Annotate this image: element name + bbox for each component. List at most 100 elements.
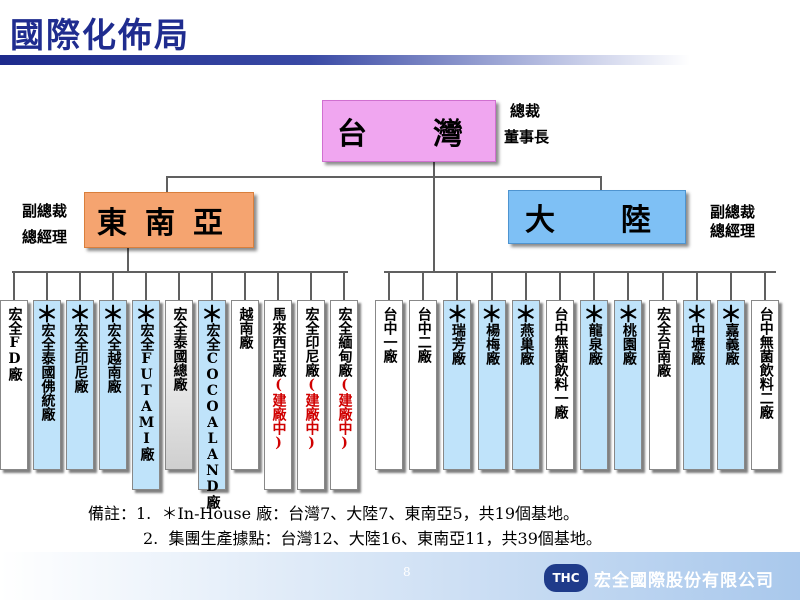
footer-band (0, 552, 800, 600)
factory-drop-line (593, 272, 596, 300)
factory-name: 台中無菌飲料二廠 (757, 307, 774, 419)
factory-china-10: ＊嘉義廠 (717, 300, 745, 470)
factory-name: 楊梅廠 (484, 323, 501, 365)
factory-name: 宏全緬甸廠 (336, 307, 353, 377)
factory-drop-line (145, 272, 147, 300)
factory-name: 瑞芳廠 (449, 323, 466, 365)
under-construction-note: (建廠中) (336, 377, 353, 451)
factory-drop-line (490, 272, 493, 300)
factory-sea-8: 馬來西亞廠(建廠中) (264, 300, 292, 490)
connector-sea-down (127, 246, 129, 272)
factory-drop-line (388, 272, 390, 300)
factory-sea-7: 越南廠 (231, 300, 259, 470)
title-underline-bar (0, 55, 690, 65)
sea-role-general-manager: 總經理 (22, 228, 68, 246)
factory-name: 台中一廠 (381, 307, 398, 363)
factory-name: 馬來西亞廠 (270, 307, 287, 377)
note-line-1: 備註：1. ＊In-House 廠：台灣7、大陸7、東南亞5，共19個基地。 (88, 504, 580, 523)
factory-drop-line (730, 272, 732, 300)
factory-name: 燕巢廠 (518, 323, 535, 365)
factory-drop-line (343, 272, 345, 300)
factory-china-9: ＊中壢廠 (682, 300, 711, 470)
factory-name: 宏全越南廠 (105, 323, 122, 393)
factory-drop-line (112, 272, 114, 300)
factory-name: 台中二廠 (415, 307, 432, 363)
factory-china-6: ＊龍泉廠 (580, 300, 609, 470)
inhouse-star-icon: ＊ (68, 302, 91, 328)
page-number: 8 (403, 565, 411, 579)
china-role-general-manager: 總經理 (710, 222, 756, 240)
factory-sea-0: 宏全FD廠 (0, 300, 28, 470)
factory-drop-line (456, 272, 459, 300)
company-name: 宏全國際股份有限公司 (594, 571, 774, 591)
factory-drop-line (178, 272, 180, 300)
factory-china-11: 台中無菌飲料二廠 (751, 300, 780, 470)
connector-china-horizontal (384, 271, 776, 273)
factory-china-3: ＊楊梅廠 (477, 300, 506, 470)
factory-drop-line (277, 272, 279, 300)
factory-sea-9: 宏全印尼廠(建廠中) (297, 300, 325, 490)
factory-drop-line (559, 272, 561, 300)
company-logo: THC (544, 564, 588, 592)
taiwan-role-president: 總裁 (510, 102, 541, 120)
factory-drop-line (524, 272, 527, 300)
factory-drop-line (79, 272, 81, 300)
factory-sea-6: ＊宏全COCOALAND廠 (198, 300, 226, 509)
factory-name: 宏全FD廠 (6, 307, 23, 381)
factory-china-7: ＊桃園廠 (614, 300, 643, 470)
factory-sea-4: ＊宏全FUTAMI廠 (132, 300, 160, 490)
taiwan-box: 台 灣 (322, 100, 496, 162)
connector-top-horizontal (166, 176, 602, 178)
factory-name: 龍泉廠 (586, 323, 603, 365)
china-label: 大 陸 (525, 203, 669, 238)
inhouse-star-icon: ＊ (617, 302, 640, 328)
factory-drop-line (661, 272, 664, 300)
factory-name: 宏全FUTAMI廠 (138, 323, 155, 461)
factory-china-8: 宏全台南廠 (648, 300, 677, 470)
southeast-asia-box: 東南亞 (84, 192, 254, 248)
connector-sea-drop (166, 176, 168, 192)
factory-china-4: ＊燕巢廠 (511, 300, 540, 470)
factory-name: 嘉義廠 (723, 323, 740, 365)
note-line-2: 2. 集團生產據點：台灣12、大陸16、東南亞11，共39個基地。 (143, 529, 602, 548)
factory-china-0: 台中一廠 (375, 300, 403, 470)
factory-name: 越南廠 (237, 307, 254, 349)
factory-drop-line (310, 272, 312, 300)
factory-drop-line (211, 272, 213, 300)
inhouse-star-icon: ＊ (685, 302, 708, 328)
factory-name: 宏全印尼廠 (303, 307, 320, 377)
factory-name: 宏全COCOALAND廠 (204, 323, 221, 509)
factory-name: 宏全泰國總廠 (171, 307, 188, 391)
inhouse-star-icon: ＊ (719, 302, 742, 328)
inhouse-star-icon: ＊ (200, 302, 223, 328)
factory-drop-line (13, 272, 15, 300)
connector-china-drop (600, 176, 602, 190)
factory-drop-line (627, 272, 630, 300)
factory-name: 中壢廠 (689, 323, 706, 365)
factory-name: 宏全印尼廠 (72, 323, 89, 393)
factory-sea-5: 宏全泰國總廠 (165, 300, 193, 470)
connector-trunk (433, 160, 435, 272)
china-box: 大 陸 (508, 190, 686, 244)
factory-drop-line (764, 272, 767, 300)
under-construction-note: (建廠中) (303, 377, 320, 451)
factory-china-2: ＊瑞芳廠 (443, 300, 472, 470)
factory-drop-line (422, 272, 425, 300)
factory-china-1: 台中二廠 (409, 300, 438, 470)
factory-name: 宏全台南廠 (655, 307, 672, 377)
inhouse-star-icon: ＊ (514, 302, 537, 328)
inhouse-star-icon: ＊ (134, 302, 157, 328)
factory-sea-1: ＊宏全泰國佛統廠 (33, 300, 61, 470)
factory-sea-10: 宏全緬甸廠(建廠中) (330, 300, 358, 490)
factory-sea-2: ＊宏全印尼廠 (66, 300, 94, 470)
taiwan-role-chairman: 董事長 (504, 128, 550, 146)
factory-name: 宏全泰國佛統廠 (39, 323, 56, 421)
inhouse-star-icon: ＊ (480, 302, 503, 328)
inhouse-star-icon: ＊ (35, 302, 58, 328)
southeast-asia-label: 東南亞 (97, 206, 241, 241)
factory-sea-3: ＊宏全越南廠 (99, 300, 127, 470)
sea-role-vice-president: 副總裁 (22, 202, 68, 220)
under-construction-note: (建廠中) (270, 377, 287, 451)
connector-sea-horizontal (12, 271, 348, 273)
inhouse-star-icon: ＊ (583, 302, 606, 328)
